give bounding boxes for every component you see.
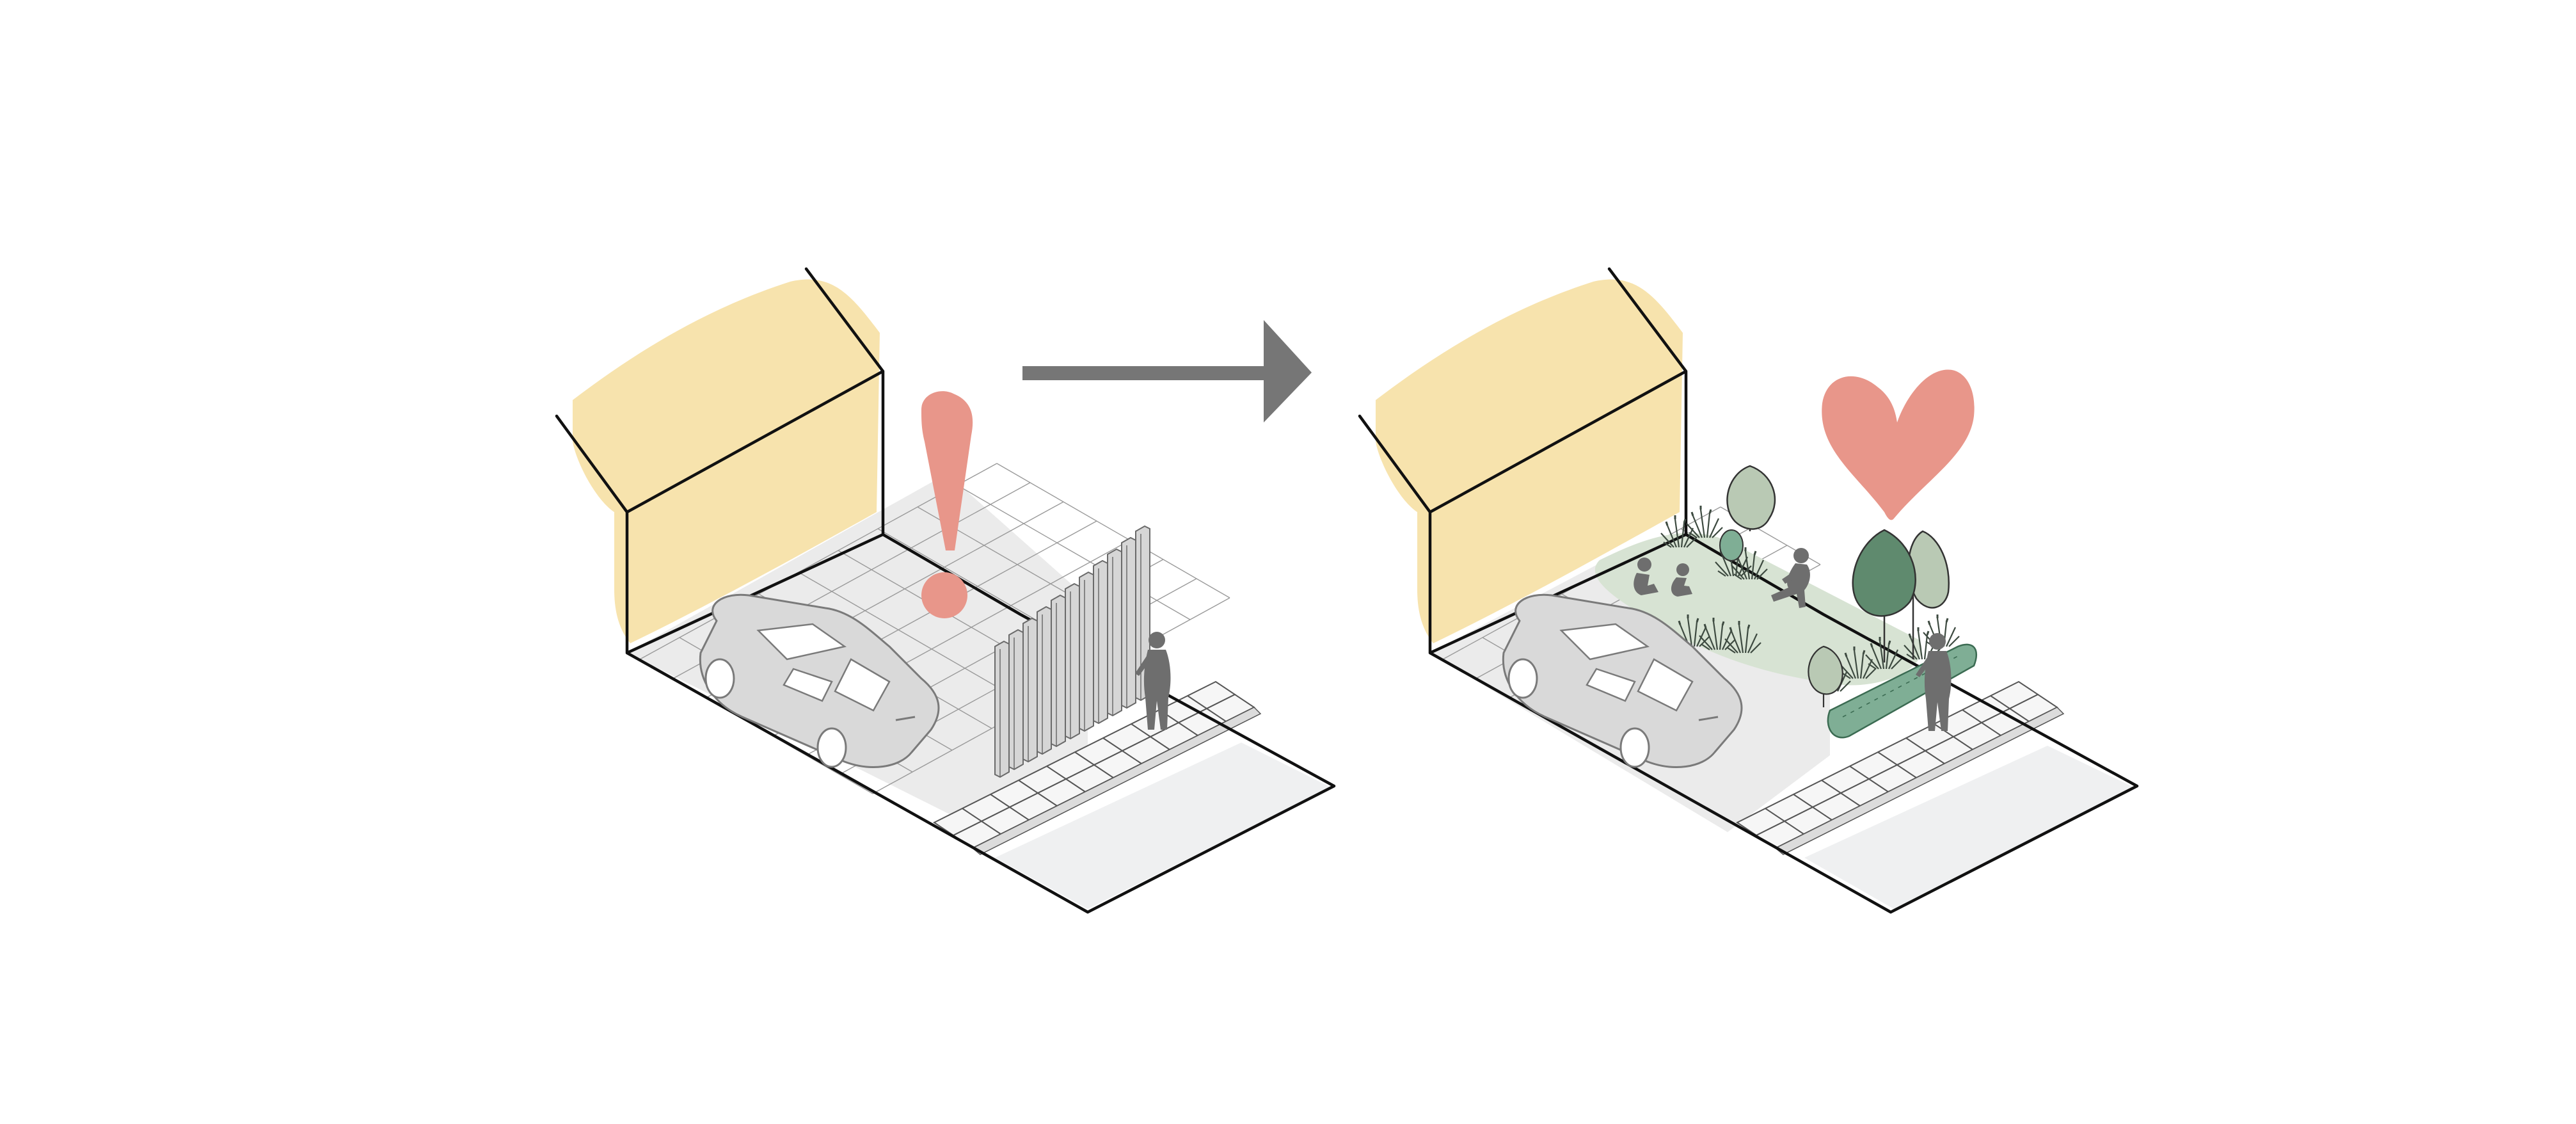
road-surface: [995, 743, 1331, 909]
exclamation-icon: [921, 391, 973, 618]
building-wall-after: [1376, 279, 1683, 643]
building-wall: [573, 279, 880, 643]
road-surface-after: [1804, 746, 2134, 909]
heart-icon: [1822, 369, 1975, 520]
people-picnic-icon: [1634, 558, 1692, 597]
structure-outline: [555, 267, 1336, 914]
tree-icon: [1852, 529, 1916, 662]
tree-icon: [1808, 645, 1843, 707]
after-scene: [1358, 267, 2139, 914]
tree-icon: [1719, 529, 1744, 561]
structure-outline-after: [1358, 267, 2139, 914]
before-scene: [555, 267, 1336, 914]
sidewalk-after: [1736, 680, 2065, 855]
tree-icon: [1726, 465, 1776, 531]
person-sitting-icon: [1771, 548, 1810, 608]
tall-fence: [994, 525, 1150, 778]
arrow-right-icon: [1022, 320, 1312, 422]
